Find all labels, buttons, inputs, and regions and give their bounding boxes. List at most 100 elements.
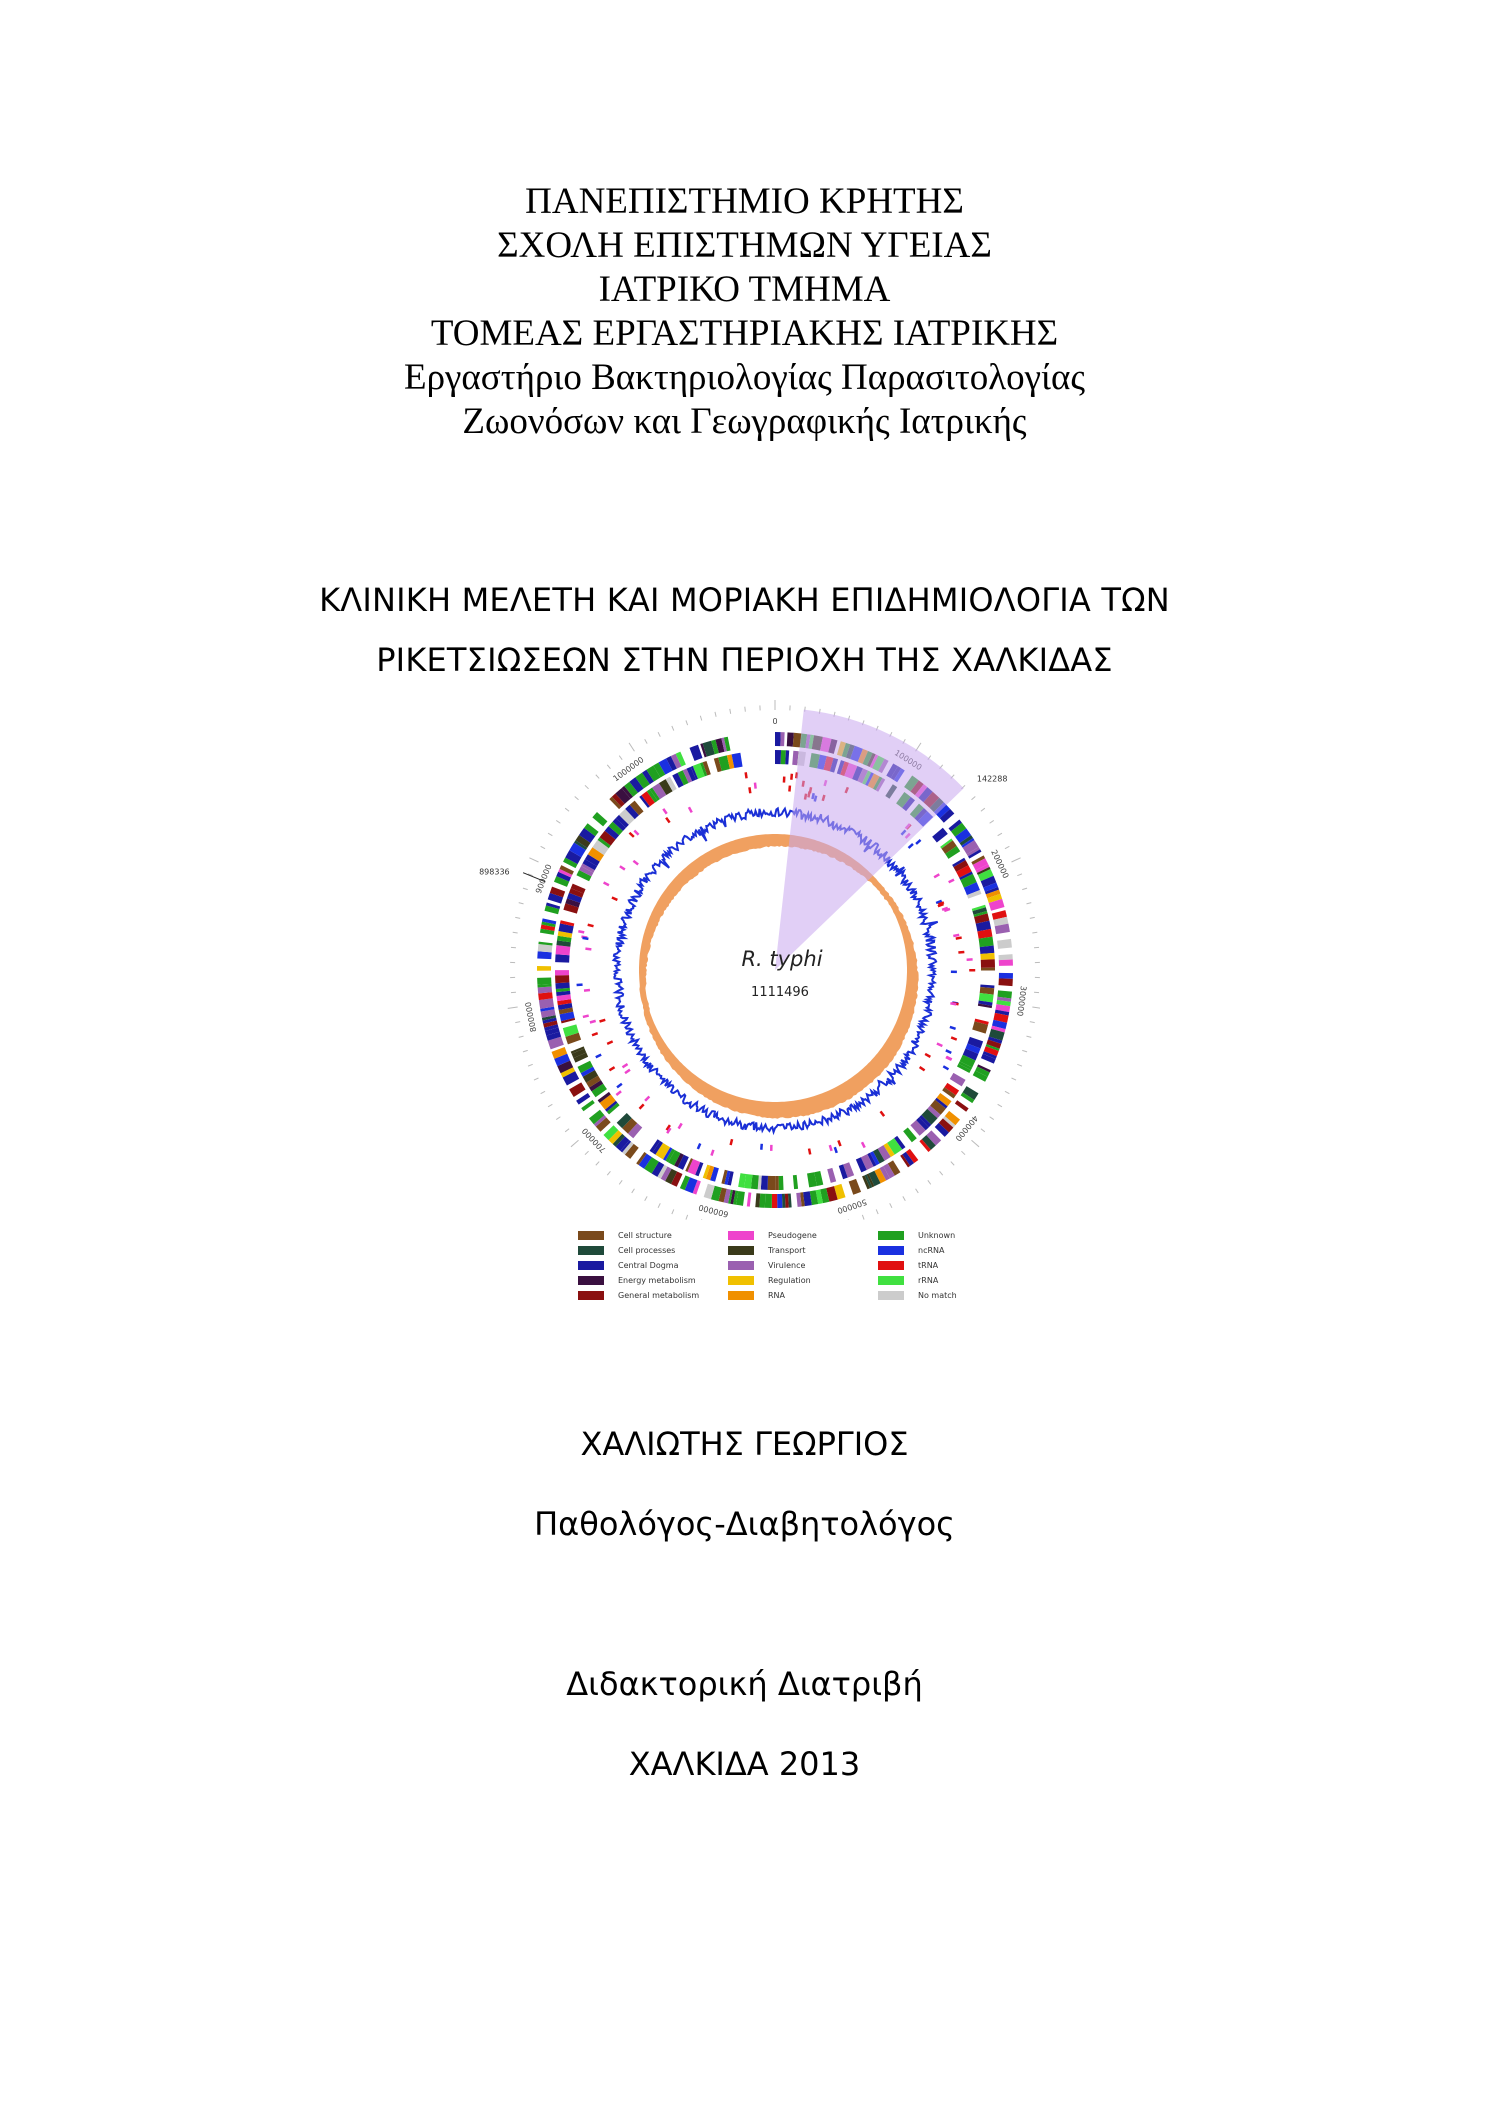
feature-mark <box>942 1065 950 1071</box>
gene-segment <box>555 954 570 963</box>
gene-segment <box>639 795 650 808</box>
scale-tick <box>997 1103 1003 1108</box>
gene-segment <box>685 1158 694 1172</box>
legend-label: Cell processes <box>618 1246 676 1255</box>
legend-label: Pseudogene <box>768 1231 817 1240</box>
feature-mark <box>621 1063 629 1069</box>
feature-mark <box>665 816 671 824</box>
gene-segment <box>570 883 586 894</box>
gene-segment <box>608 821 623 836</box>
gene-segment <box>655 1142 671 1160</box>
gene-segment <box>744 1173 753 1189</box>
gene-segment <box>960 873 977 888</box>
feature-mark <box>879 1110 886 1117</box>
feature-mark <box>945 1049 952 1054</box>
feature-mark <box>753 782 757 789</box>
gene-segment <box>635 772 650 789</box>
feature-mark <box>582 1014 590 1019</box>
scale-tick <box>529 857 539 863</box>
gene-segment <box>972 1070 988 1082</box>
feature-mark <box>918 1066 926 1072</box>
author-name: ΧΑΛΙΩΤΗΣ ΓΕΩΡΓΙΟΣ <box>580 1425 909 1463</box>
gene-segment <box>702 740 715 757</box>
gene-segment <box>868 1170 881 1187</box>
gene-segment <box>537 983 552 988</box>
gene-segment <box>921 1135 936 1150</box>
gene-segment <box>545 902 561 910</box>
gene-segment <box>621 785 634 799</box>
gene-segment <box>569 1082 586 1097</box>
gene-segment <box>547 892 564 904</box>
scale-tick <box>980 1128 986 1133</box>
feature-mark <box>666 1127 672 1134</box>
gene-segment <box>939 808 955 823</box>
laboratory-name-line-1: Εργαστήριο Βακτηριολογίας Παρασιτολογίας <box>403 357 1085 398</box>
legend-entry: Pseudogene <box>728 1228 858 1243</box>
feature-mark <box>632 859 639 866</box>
gene-segment <box>979 945 995 954</box>
gene-segment <box>905 1148 919 1164</box>
gene-segment <box>582 859 598 871</box>
scale-tick <box>547 1103 553 1108</box>
legend-entry: No match <box>878 1288 1008 1303</box>
gene-segment <box>689 744 703 761</box>
gene-segment <box>557 1060 574 1074</box>
gene-segment <box>599 1094 616 1110</box>
feature-mark <box>603 881 610 887</box>
gene-segment <box>541 1015 557 1021</box>
gene-segment <box>930 1099 946 1115</box>
gene-segment <box>827 1167 837 1183</box>
gene-segment <box>538 992 553 1001</box>
gene-segment <box>562 1071 580 1086</box>
scale-tick <box>847 1219 849 1220</box>
gene-segment <box>949 1072 966 1087</box>
gene-segment <box>538 998 555 1009</box>
legend-swatch <box>578 1291 604 1300</box>
gene-segment <box>826 1186 838 1202</box>
gene-segment <box>604 1100 618 1112</box>
feature-mark <box>907 843 914 849</box>
gene-segment <box>651 1161 665 1177</box>
gene-segment <box>807 1172 817 1188</box>
gene-segment <box>556 871 571 882</box>
legend-swatch <box>728 1246 754 1255</box>
gene-segment <box>921 1108 938 1125</box>
gene-segment <box>668 1150 681 1166</box>
gene-segment <box>705 1165 715 1181</box>
gene-segment <box>855 1157 867 1173</box>
scale-tick <box>606 764 611 770</box>
genome-map-svg: 0100000200000300000400000500000600000700… <box>479 700 1040 1220</box>
place-and-year: ΧΑΛΚΙΔΑ 2013 <box>628 1745 861 1783</box>
gene-segment <box>546 1031 562 1041</box>
gene-segment <box>577 1060 594 1074</box>
feature-mark <box>582 936 589 941</box>
gene-segment <box>629 777 644 793</box>
gene-segment <box>728 1189 733 1204</box>
thesis-title: ΚΛΙΝΙΚΗ ΜΕΛΕΤΗ ΚΑΙ ΜΟΡΙΑΚΗ ΕΠΙΔΗΜΙΟΛΟΓΙΑ… <box>0 570 1489 690</box>
gene-segment <box>703 1183 715 1200</box>
gene-segment <box>952 857 966 868</box>
scale-label: 800000 <box>524 1001 539 1033</box>
gene-segment <box>980 1053 996 1064</box>
scale-tick <box>1017 873 1023 877</box>
scale-tick <box>595 1161 600 1166</box>
gene-segment <box>711 739 719 755</box>
gene-segment <box>954 1100 969 1112</box>
gene-segment <box>615 814 629 828</box>
gene-segment <box>991 1025 1006 1033</box>
gene-segment <box>860 1154 874 1170</box>
scale-label: 0 <box>772 717 777 726</box>
feature-mark <box>945 1055 953 1061</box>
feature-mark <box>790 773 794 780</box>
gene-segment <box>995 1004 1011 1013</box>
gene-segment <box>642 769 654 785</box>
marker-arrow <box>522 872 546 883</box>
gene-segment <box>591 1083 607 1098</box>
gene-segment <box>980 952 995 960</box>
scale-tick <box>744 706 746 712</box>
gene-segment <box>792 1174 799 1190</box>
scale-tick <box>699 715 703 721</box>
gene-segment <box>777 1193 783 1208</box>
scale-tick <box>875 1209 879 1215</box>
feature-mark <box>662 808 668 815</box>
